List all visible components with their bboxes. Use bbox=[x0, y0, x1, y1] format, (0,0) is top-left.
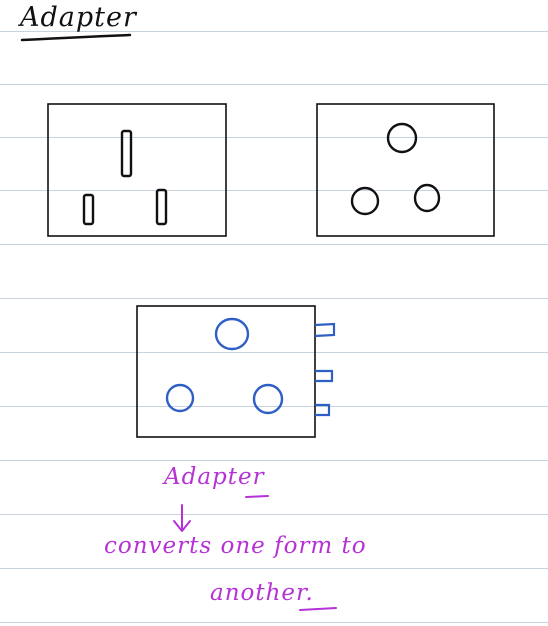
line2-underline bbox=[299, 607, 337, 611]
adapter-prong-top bbox=[314, 322, 336, 338]
definition-line-2: another. bbox=[210, 580, 314, 606]
down-arrow-icon bbox=[173, 504, 191, 532]
adapter-label: Adapter bbox=[164, 464, 265, 490]
adapter-body bbox=[136, 305, 316, 438]
top-flat-pin bbox=[120, 129, 133, 178]
right-flat-pin bbox=[155, 188, 168, 226]
round-pin-socket bbox=[316, 103, 495, 237]
adapter-left-hole bbox=[165, 383, 195, 413]
adapter-top-hole bbox=[214, 317, 250, 351]
adapter-right-hole bbox=[252, 383, 284, 415]
page-title: Adapter bbox=[20, 2, 137, 33]
adapter-prong-bottom bbox=[315, 403, 331, 417]
adapter-prong-middle bbox=[315, 369, 334, 383]
top-round-hole bbox=[386, 122, 418, 154]
title-underline bbox=[20, 33, 132, 42]
flat-pin-socket bbox=[47, 103, 227, 237]
right-round-hole bbox=[413, 183, 441, 213]
definition-line-1: converts one form to bbox=[104, 533, 367, 559]
label-underline bbox=[245, 495, 269, 498]
left-round-hole bbox=[350, 186, 380, 216]
left-flat-pin bbox=[82, 193, 95, 226]
